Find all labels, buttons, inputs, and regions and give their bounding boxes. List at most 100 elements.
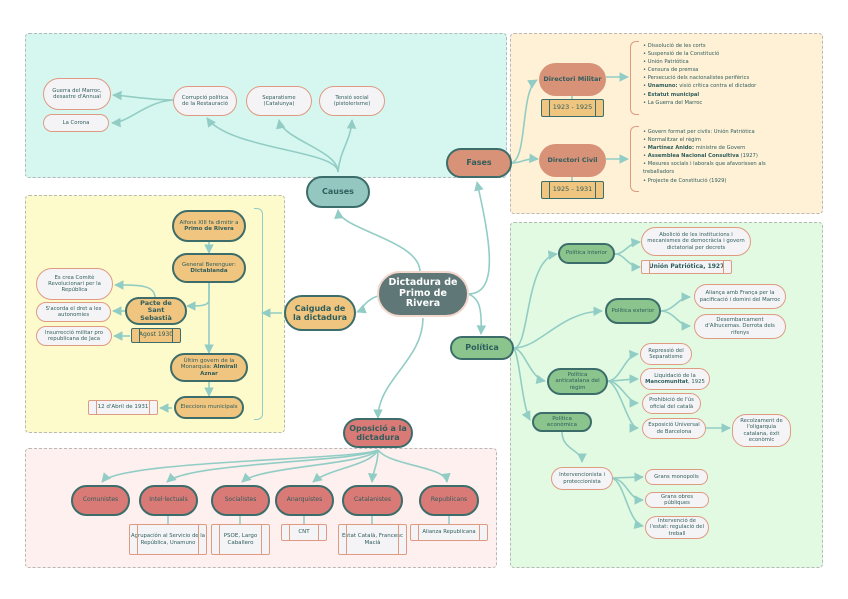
- phase-militar-dates: 1923 - 1925: [541, 99, 604, 117]
- edge-corrupcio-marroc: [112, 90, 174, 101]
- edge-politica-economica: [513, 347, 531, 421]
- edge-causes-corrupcio: [206, 117, 339, 173]
- pacte-outcome-autonomies[interactable]: S'acorda el dret a les autonomies: [36, 302, 111, 322]
- bullet: Martínez Anido: ministre de Govern: [643, 144, 818, 152]
- bullet: Mesures socials i laborals que afavoriss…: [643, 160, 773, 176]
- economica-intervencionista[interactable]: Intervencionista i proteccionista: [551, 467, 613, 490]
- exterior-alianca[interactable]: Aliança amb França per la pacificació i …: [694, 284, 786, 309]
- catalanistes-detail: Estat Català, Francesc Macià: [338, 524, 407, 555]
- bullet: Assemblea Nacional Consultiva (1927): [643, 152, 818, 160]
- politica-node[interactable]: Política: [450, 336, 514, 360]
- cause-corona[interactable]: La Corona: [43, 114, 109, 132]
- edge-oposicio-republicans: [377, 449, 451, 483]
- edge-interior-abolicio: [614, 237, 641, 255]
- group-comunistes[interactable]: Comunistes: [71, 485, 130, 516]
- pacte-outcome-jaca[interactable]: Insurrecció militar pro republicana de J…: [36, 326, 112, 346]
- edge-causes-tensio: [337, 119, 357, 173]
- cause-marroc[interactable]: Guerra del Marroc, desastre d'Annual: [43, 78, 111, 110]
- bullet: Normalitzar el règim: [643, 136, 818, 144]
- group-anarquistes[interactable]: Anarquistes: [275, 485, 334, 516]
- group-catalanistes[interactable]: Catalanistes: [342, 485, 403, 516]
- socialistes-detail: PSOE, Largo Caballero: [211, 524, 270, 555]
- edge-oposicio-socialistes: [241, 449, 379, 483]
- edge-exterior-desembarcament: [659, 310, 691, 331]
- fases-node[interactable]: Fases: [446, 148, 512, 178]
- bullet: Govern format per civils: Unión Patrióti…: [643, 128, 818, 136]
- militar-brace: [630, 41, 639, 115]
- politica-interior[interactable]: Política interior: [558, 243, 615, 264]
- step-pacte[interactable]: Pacte de Sant Sebastià: [125, 297, 187, 325]
- step-berenguer[interactable]: General Berenguer: Dictablanda: [172, 253, 246, 283]
- anticat-repressio[interactable]: Repressió del Separatisme: [640, 343, 692, 365]
- economica-estat[interactable]: Intervenció de l'estat: regulació del tr…: [645, 516, 709, 539]
- caiguda-node[interactable]: Caiguda de la dictadura: [284, 295, 356, 331]
- edge-anticat-prohibicio: [607, 380, 639, 408]
- anticat-exposicio[interactable]: Exposició Universal de Barcelona: [642, 418, 706, 439]
- edge-oposicio-catalanistes: [367, 449, 379, 483]
- edge-fases-militar: [510, 79, 538, 164]
- edge-interv-obres: [611, 477, 644, 505]
- anticat-mancomunitat[interactable]: Liquidació de la Mancomunitat, 1925: [640, 368, 710, 390]
- edge-anticat-repressio: [607, 349, 639, 382]
- anarquistes-detail: CNT: [281, 524, 327, 541]
- cause-separatisme[interactable]: Separatisme (Catalunya): [246, 86, 312, 116]
- phase-directori-civil[interactable]: Directori Civil: [539, 144, 606, 177]
- economica-obres[interactable]: Grans obres públiques: [645, 492, 709, 508]
- pacte-date: Agost 1930: [131, 328, 181, 343]
- group-socialistes[interactable]: Socialistes: [211, 485, 270, 516]
- bullet: Projecte de Constitució (1929): [643, 177, 818, 185]
- interior-abolicio[interactable]: Abolició de les institucions i mecanisme…: [641, 227, 751, 256]
- edge-central-caiguda: [356, 295, 379, 314]
- interior-union-patriotica: Unión Patriótica, 1927: [641, 260, 732, 274]
- bullet: La Guerra del Marroc: [643, 99, 756, 107]
- exterior-desembarcament[interactable]: Desembarcament d'Alhucemas. Derrota dels…: [694, 314, 786, 339]
- edge-corrupcio-corona: [111, 99, 174, 128]
- phase-directori-militar[interactable]: Directori Militar: [539, 63, 606, 96]
- edge-interv-estat: [611, 477, 644, 529]
- edge-central-politica: [467, 293, 487, 335]
- politica-exterior[interactable]: Política exterior: [605, 298, 661, 324]
- step-ultim-govern[interactable]: Últim govern de la Monarquia: Almirall A…: [170, 353, 248, 382]
- edge-pacte-comite: [114, 280, 156, 299]
- edge-interior-up: [614, 253, 641, 272]
- bullet: Persecució dels nacionalistes perifèrics: [643, 74, 756, 82]
- cause-corrupcio[interactable]: Corrupció política de la Restauració: [173, 86, 237, 116]
- edge-economica-intervencionista: [561, 431, 587, 463]
- edge-oposicio-anarquistes: [312, 449, 379, 483]
- oposicio-node[interactable]: Oposició a la dictadura: [343, 418, 413, 448]
- politica-anticatalana[interactable]: Política anticatalana del règim: [547, 368, 608, 395]
- edge-central-causes: [334, 209, 421, 273]
- group-intellectuals[interactable]: Intel·lectuals: [139, 485, 198, 516]
- edge-berenguer-pacte: [186, 283, 210, 311]
- militar-bullet-list: Dissolució de les corts Suspensió de la …: [643, 42, 757, 107]
- edge-exterior-alianca: [659, 292, 691, 312]
- bullet: Dissolució de les corts: [643, 42, 756, 50]
- bullet: Estatut municipal: [643, 91, 756, 99]
- central-topic-label: Dictadura de Primo de Rivera: [388, 276, 458, 310]
- causes-node[interactable]: Causes: [306, 176, 370, 208]
- anticat-prohibicio[interactable]: Prohibició de l'ús oficial del català: [642, 393, 701, 414]
- central-topic[interactable]: Dictadura de Primo de Rivera: [377, 271, 469, 317]
- politica-economica[interactable]: Política econòmica: [532, 412, 592, 432]
- caiguda-brace: [254, 208, 263, 420]
- bullet: Censura de premsa: [643, 66, 756, 74]
- republicans-detail: Alianza Republicana: [410, 524, 488, 541]
- economica-monopolis[interactable]: Grans monopolis: [645, 469, 708, 485]
- causes-label: Causes: [322, 187, 354, 197]
- step-alfons[interactable]: Alfons XIII fa dimitir a Primo de Rivera: [172, 210, 246, 242]
- edge-anticat-exposicio: [607, 380, 639, 433]
- edge-causes-separatisme: [276, 119, 339, 173]
- edge-oposicio-intellectuals: [166, 449, 379, 483]
- eleccions-date: 12 d'Abril de 1931: [88, 400, 158, 415]
- edge-politica-interior: [513, 250, 558, 349]
- step-eleccions[interactable]: Eleccions municipals: [174, 396, 244, 419]
- edge-interv-monopolis: [611, 472, 644, 483]
- edge-central-fases: [467, 181, 491, 295]
- edge-oposicio-comunistes: [101, 449, 379, 483]
- pacte-outcome-comite[interactable]: Es crea Comitè Revolucionari per la Repú…: [36, 268, 113, 300]
- exposicio-result[interactable]: Recolzament de l'oligarquia catalana, èx…: [732, 414, 791, 447]
- phase-civil-dates: 1925 - 1931: [541, 181, 604, 199]
- cause-tensio[interactable]: Tensió social (pistolerisme): [319, 86, 385, 116]
- group-republicans[interactable]: Republicans: [419, 485, 479, 516]
